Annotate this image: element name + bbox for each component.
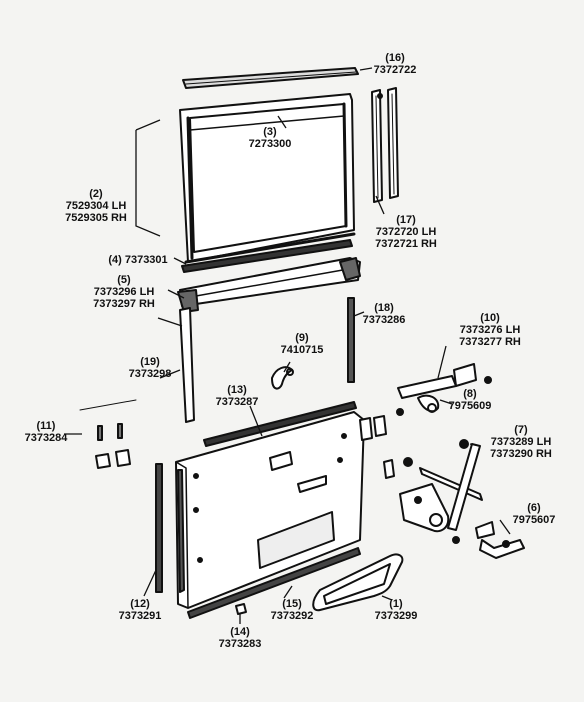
leader-lines — [64, 67, 511, 624]
callout-12: (12) 7373291 — [118, 598, 162, 622]
callout-15: (15) 7373292 — [270, 598, 314, 622]
callout-9: (9) 7410715 — [280, 332, 324, 356]
callout-14: (14) 7373283 — [218, 626, 262, 650]
callout-11: (11) 7373284 — [24, 420, 68, 444]
window-regulator-part — [399, 439, 483, 533]
window-crank-part — [452, 521, 525, 559]
inner-handle-part — [271, 366, 294, 390]
upper-frame-bar-part — [177, 257, 361, 313]
callout-13: (13) 7373287 — [215, 384, 259, 408]
door-inner-panel-part — [175, 411, 365, 609]
callout-4: (4) 7373301 — [108, 254, 168, 266]
callout-8: (8) 7975609 — [448, 388, 492, 412]
bottom-seal-part — [187, 547, 361, 619]
small-fastener-parts — [79, 399, 137, 469]
callout-16: (16) 7372722 — [373, 52, 417, 76]
callout-5: (5) 7373296 LH 7373297 RH — [93, 274, 155, 310]
top-channel-strip-part — [182, 67, 359, 89]
callout-10: (10) 7373276 LH 7373277 RH — [459, 312, 521, 348]
access-cover-part — [312, 553, 404, 612]
weatherstrip-part — [347, 297, 355, 383]
run-channel-part — [371, 87, 399, 203]
callout-7: (7) 7373289 LH 7373290 RH — [490, 424, 552, 460]
left-pillar-part — [179, 307, 195, 423]
hardware-pieces-part — [359, 408, 413, 479]
clip-part — [235, 603, 247, 615]
latch-assembly-part — [397, 363, 492, 413]
callout-18: (18) 7373286 — [362, 302, 406, 326]
inner-top-strip-part — [203, 401, 357, 447]
callout-3: (3) 7273300 — [248, 126, 292, 150]
callout-6: (6) 7975607 — [512, 502, 556, 526]
callout-2: (2) 7529304 LH 7529305 RH — [65, 188, 127, 224]
glass-frame-part — [179, 93, 356, 264]
callout-19: (19) 7373298 — [128, 356, 172, 380]
callout-1: (1) 7373299 — [374, 598, 418, 622]
lower-glass-channel-part — [181, 239, 353, 273]
left-seal-part — [155, 463, 163, 593]
callout-17: (17) 7372720 LH 7372721 RH — [375, 214, 437, 250]
